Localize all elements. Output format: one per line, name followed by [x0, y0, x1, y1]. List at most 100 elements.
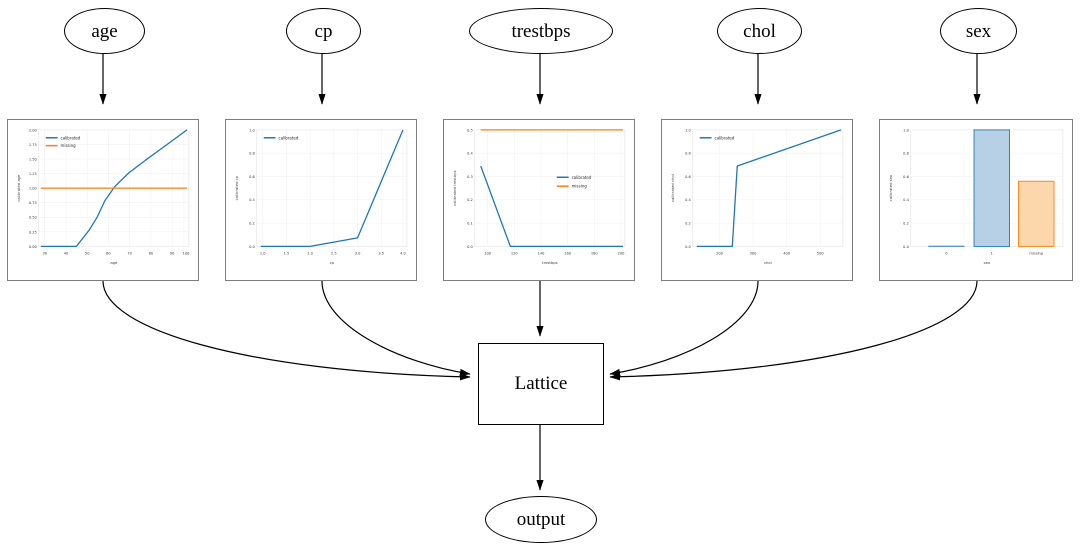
svg-text:1.0: 1.0: [685, 128, 691, 132]
svg-text:age: age: [110, 261, 118, 265]
svg-text:200: 200: [716, 251, 724, 255]
node-age[interactable]: age: [64, 8, 145, 54]
plot-chol-svg: 0.0 0.2 0.4 0.6 0.8 1.0 200 300 400 500 …: [662, 120, 852, 280]
svg-text:0.0: 0.0: [685, 245, 691, 249]
plot-trestbps-svg: 0.0 0.1 0.2 0.3 0.4 0.5 100 120 140 160 …: [444, 120, 634, 280]
svg-text:0.4: 0.4: [467, 152, 473, 156]
edge-chol-plot-to-lattice: [609, 280, 759, 376]
svg-text:160: 160: [564, 251, 572, 255]
svg-text:3.0: 3.0: [355, 251, 361, 255]
svg-text:180: 180: [591, 251, 599, 255]
svg-text:0.2: 0.2: [685, 221, 691, 225]
svg-text:80: 80: [149, 251, 154, 255]
calibration-plot-age[interactable]: 0.00 0.25 0.50 0.75 1.00 1.25 1.50 1.75 …: [7, 119, 199, 281]
svg-text:1.50: 1.50: [29, 157, 38, 161]
svg-text:0.2: 0.2: [249, 221, 255, 225]
node-age-label: age: [91, 20, 118, 42]
svg-text:4.0: 4.0: [400, 251, 406, 255]
svg-text:100: 100: [183, 251, 191, 255]
svg-text:120: 120: [511, 251, 519, 255]
svg-text:200: 200: [618, 251, 626, 255]
svg-text:300: 300: [750, 251, 758, 255]
svg-text:chol: chol: [764, 261, 772, 265]
svg-text:calibrated cp: calibrated cp: [235, 175, 239, 200]
svg-text:1.00: 1.00: [29, 187, 38, 191]
node-sex[interactable]: sex: [940, 8, 1017, 54]
node-output[interactable]: output: [485, 496, 597, 543]
svg-text:missing: missing: [1029, 251, 1043, 255]
node-output-label: output: [516, 509, 566, 530]
svg-text:1.5: 1.5: [284, 251, 290, 255]
svg-text:0.6: 0.6: [685, 175, 691, 179]
svg-text:calibrated: calibrated: [715, 135, 735, 140]
svg-text:1.25: 1.25: [29, 172, 37, 176]
svg-text:0.4: 0.4: [903, 198, 909, 202]
svg-text:0.1: 0.1: [467, 221, 473, 225]
svg-text:calibrated age: calibrated age: [17, 174, 21, 202]
svg-text:missing: missing: [61, 143, 77, 148]
svg-text:0.50: 0.50: [29, 216, 38, 220]
svg-text:0.75: 0.75: [29, 201, 37, 205]
svg-text:0.8: 0.8: [903, 152, 909, 156]
svg-text:1.0: 1.0: [903, 128, 909, 132]
svg-text:0.2: 0.2: [467, 198, 473, 202]
svg-text:0.6: 0.6: [903, 175, 909, 179]
plot-age-svg: 0.00 0.25 0.50 0.75 1.00 1.25 1.50 1.75 …: [8, 120, 198, 280]
node-cp[interactable]: cp: [286, 8, 361, 54]
svg-text:30: 30: [42, 251, 47, 255]
svg-text:calibrated: calibrated: [279, 135, 299, 140]
plot-cp-svg: 0.0 0.2 0.4 0.6 0.8 1.0 1.0 1.5 2.0 2.5 …: [226, 120, 416, 280]
plot-sex-svg: 0.0 0.2 0.4 0.6 0.8 1.0 0 1 missing sex …: [880, 120, 1072, 280]
svg-text:50: 50: [85, 251, 90, 255]
svg-text:2.5: 2.5: [331, 251, 337, 255]
svg-text:0.0: 0.0: [467, 245, 473, 249]
svg-text:0.5: 0.5: [467, 128, 473, 132]
svg-text:140: 140: [538, 251, 546, 255]
svg-text:0.25: 0.25: [29, 230, 37, 234]
svg-text:0.00: 0.00: [29, 245, 38, 249]
svg-text:0.2: 0.2: [903, 221, 909, 225]
svg-text:400: 400: [783, 251, 791, 255]
svg-text:3.5: 3.5: [378, 251, 384, 255]
svg-text:1.0: 1.0: [249, 128, 255, 132]
edge-age-plot-to-lattice: [102, 280, 471, 381]
svg-text:calibrated sex: calibrated sex: [889, 174, 893, 201]
edge-cp-plot-to-lattice: [321, 280, 471, 376]
svg-text:90: 90: [170, 251, 175, 255]
svg-text:calibrated trestbps: calibrated trestbps: [453, 170, 457, 205]
svg-text:1.75: 1.75: [29, 143, 37, 147]
calibration-plot-trestbps[interactable]: 0.0 0.1 0.2 0.3 0.4 0.5 100 120 140 160 …: [443, 119, 635, 281]
node-trestbps[interactable]: trestbps: [469, 8, 613, 54]
node-chol-label: chol: [743, 20, 776, 42]
svg-text:0.3: 0.3: [467, 175, 473, 179]
svg-text:2.00: 2.00: [29, 128, 38, 132]
svg-text:sex: sex: [984, 261, 991, 265]
svg-text:0.0: 0.0: [903, 245, 909, 249]
svg-text:calibrated chol: calibrated chol: [671, 174, 675, 202]
svg-text:60: 60: [106, 251, 111, 255]
svg-text:70: 70: [127, 251, 132, 255]
svg-text:trestbps: trestbps: [542, 261, 557, 265]
node-chol[interactable]: chol: [717, 8, 802, 54]
node-trestbps-label: trestbps: [511, 20, 571, 42]
node-lattice[interactable]: Lattice: [478, 343, 604, 425]
svg-text:0.0: 0.0: [249, 245, 255, 249]
svg-text:100: 100: [484, 251, 492, 255]
svg-text:500: 500: [817, 251, 825, 255]
svg-text:missing: missing: [572, 184, 588, 189]
svg-text:0.8: 0.8: [249, 152, 255, 156]
svg-text:1.0: 1.0: [260, 251, 266, 255]
svg-text:40: 40: [64, 251, 69, 255]
calibration-plot-sex[interactable]: 0.0 0.2 0.4 0.6 0.8 1.0 0 1 missing sex …: [879, 119, 1073, 281]
calibration-plot-cp[interactable]: 0.0 0.2 0.4 0.6 0.8 1.0 1.0 1.5 2.0 2.5 …: [225, 119, 417, 281]
svg-text:1: 1: [991, 251, 993, 255]
edge-sex-plot-to-lattice: [609, 280, 978, 381]
svg-text:0.4: 0.4: [685, 198, 691, 202]
svg-text:0.8: 0.8: [685, 152, 691, 156]
node-sex-label: sex: [965, 20, 992, 42]
node-cp-label: cp: [314, 20, 333, 42]
calibration-plot-chol[interactable]: 0.0 0.2 0.4 0.6 0.8 1.0 200 300 400 500 …: [661, 119, 853, 281]
svg-text:0: 0: [945, 251, 948, 255]
svg-text:2.0: 2.0: [307, 251, 313, 255]
